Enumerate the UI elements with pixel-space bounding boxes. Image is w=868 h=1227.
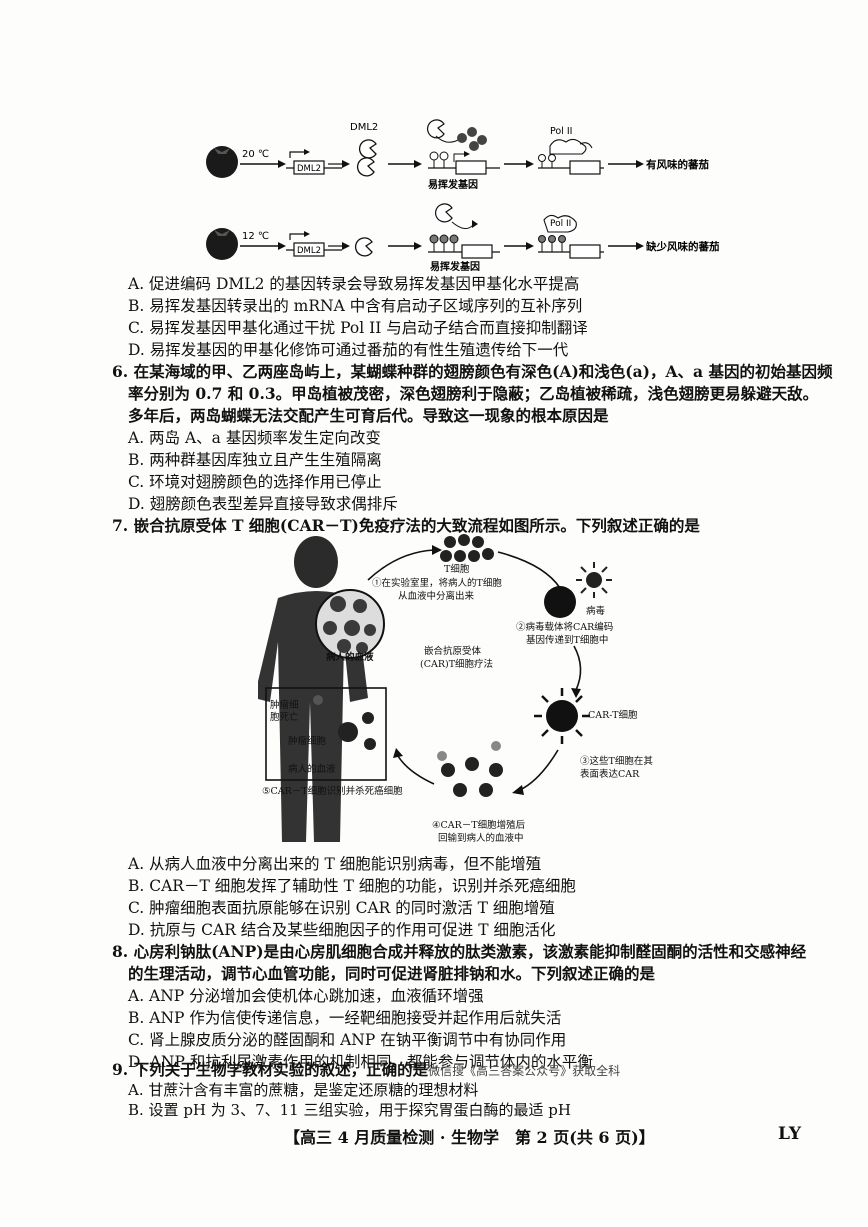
methylated-gene-bottom — [428, 203, 500, 259]
q7-option-b: B. CAR－T 细胞发挥了辅助性 T 细胞的功能，识别并杀死癌细胞 — [128, 877, 576, 895]
tumor-box-blood-label: 病人的血液 — [288, 764, 336, 775]
blocked-gene-bottom — [538, 214, 604, 259]
q5-option-a: A. 促进编码 DML2 的基因转录会导致易挥发基因甲基化水平提高 — [128, 275, 580, 293]
step5-label: ⑤CAR－T细胞识别并杀死癌细胞 — [262, 786, 403, 797]
pol-ii-label-bottom: Pol II — [550, 219, 571, 229]
q6-option-d: D. 翅膀颜色表型差异直接导致求偶排斥 — [128, 495, 398, 513]
tumor-box — [265, 687, 387, 781]
q6-option-b: B. 两种群基因库独立且产生生殖隔离 — [128, 451, 382, 469]
tomato-icon-bottom — [206, 228, 238, 260]
tumor-cell-label: 肿瘤细胞 — [288, 736, 327, 747]
result-top: 有风味的蕃茄 — [646, 158, 709, 171]
tumor-death-label-2: 胞死亡 — [270, 712, 299, 723]
blood-sample-circle — [315, 589, 385, 659]
q7-option-a: A. 从病人血液中分离出来的 T 细胞能识别病毒，但不能增殖 — [128, 855, 542, 873]
proliferated-car-t-cells — [437, 741, 503, 797]
gene-label-bottom: 易挥发基因 — [430, 260, 480, 273]
center-title-2: (CAR)T细胞疗法 — [420, 659, 494, 670]
q5-option-b: B. 易挥发基因转录出的 mRNA 中含有启动子区域序列的互补序列 — [128, 297, 583, 315]
step1-line2: 从血液中分离出来 — [398, 591, 475, 602]
tomato-icon — [206, 146, 238, 178]
demethylated-gene-top — [427, 119, 500, 175]
tumor-death-label-1: 肿瘤细 — [270, 700, 299, 711]
q9-stem: 9. 下列关于生物学教材实验的叙述，正确的是微信搜《高三答案公众号》获取全科 — [112, 1060, 621, 1079]
q9-option-a: A. 甘蔗汁含有丰富的蔗糖，是鉴定还原糖的理想材料 — [128, 1081, 479, 1099]
q8-stem-line2: 的生理活动，调节心血管功能，同时可促进肾脏排钠和水。下列叙述正确的是 — [128, 964, 656, 983]
transduced-t-cell — [544, 586, 576, 618]
virus-label: 病毒 — [586, 606, 606, 617]
t-cell-cluster — [440, 534, 494, 562]
q7-option-d: D. 抗原与 CAR 结合及某些细胞因子的作用可促进 T 细胞活化 — [128, 921, 556, 939]
step4-line2: 回输到病人的血液中 — [438, 833, 524, 844]
tumor-cells — [313, 695, 376, 750]
step3-line1: ③这些T细胞在其 — [580, 756, 653, 767]
result-bottom: 缺少风味的蕃茄 — [645, 240, 720, 253]
q5-option-c: C. 易挥发基因甲基化通过干扰 Pol II 与启动子结合而直接抑制翻译 — [128, 319, 588, 337]
methylation-figure: 20 ℃ DML2 DML2 易挥发基因 Pol II — [206, 119, 720, 273]
dml2-protein-icon-bottom — [355, 237, 373, 257]
dml2-gene-bottom: DML2 — [286, 231, 342, 257]
temp-20-label: 20 ℃ — [242, 149, 269, 160]
q6-stem-line1: 6. 在某海域的甲、乙两座岛屿上，某蝴蝶种群的翅膀颜色有深色(A)和浅色(a)，… — [112, 362, 833, 381]
dml2-gene-top: DML2 — [286, 149, 342, 175]
car-t-label: CAR-T细胞 — [588, 710, 638, 721]
svg-text:DML2: DML2 — [297, 164, 321, 174]
q6-option-c: C. 环境对翅膀颜色的选择作用已停止 — [128, 473, 382, 491]
q8-option-c: C. 肾上腺皮质分泌的醛固酮和 ANP 在钠平衡调节中有协同作用 — [128, 1031, 567, 1049]
temp-12-label: 12 ℃ — [242, 231, 269, 242]
q5-option-d: D. 易挥发基因的甲基化修饰可通过番茄的有性生殖遗传给下一代 — [128, 341, 569, 359]
car-t-cell-icon — [534, 688, 590, 744]
q7-stem: 7. 嵌合抗原受体 T 细胞(CAR－T)免疫疗法的大致流程如图所示。下列叙述正… — [112, 516, 700, 535]
dml2-protein-icon — [357, 139, 377, 177]
q8-stem-line1: 8. 心房利钠肽(ANP)是由心房肌细胞合成并释放的肽类激素，该激素能抑制醛固酮… — [112, 942, 807, 961]
step3-line2: 表面表达CAR — [580, 769, 640, 780]
step1-line1: ①在实验室里，将病人的T细胞 — [372, 578, 502, 589]
watermark-text: 微信搜《高三答案公众号》获取全科 — [428, 1064, 621, 1078]
q8-option-b: B. ANP 作为信使传递信息，一经靶细胞接受并起作用后就失活 — [128, 1009, 562, 1027]
t-cell-label: T细胞 — [444, 564, 470, 575]
blood-label: 病人的血液 — [326, 652, 374, 663]
step2-line1: ②病毒载体将CAR编码 — [516, 622, 614, 633]
q7-option-c: C. 肿瘤细胞表面抗原能够在识别 CAR 的同时激活 T 细胞增殖 — [128, 899, 555, 917]
virus-icon — [576, 562, 612, 598]
gene-label-top: 易挥发基因 — [428, 178, 478, 191]
footer-code: LY — [778, 1124, 802, 1144]
transcribing-gene-top — [538, 138, 604, 175]
q6-option-a: A. 两岛 A、a 基因频率发生定向改变 — [128, 429, 381, 447]
car-t-figure — [258, 534, 612, 842]
step2-line2: 基因传递到T细胞中 — [526, 635, 609, 646]
step4-line1: ④CAR－T细胞增殖后 — [432, 820, 526, 831]
q6-stem-line3: 多年后，两岛蝴蝶无法交配产生可育后代。导致这一现象的根本原因是 — [128, 406, 609, 425]
q6-stem-line2: 率分别为 0.7 和 0.3。甲岛植被茂密，深色翅膀利于隐蔽；乙岛植被稀疏，浅色… — [128, 384, 819, 403]
q8-option-d: D. ANP 和抗利尿激素作用的机制相同，都能参与调节体内的水平衡 — [128, 1053, 593, 1071]
dml2-protein-label: DML2 — [350, 122, 378, 133]
q9-option-b: B. 设置 pH 为 3、7、11 三组实验，用于探究胃蛋白酶的最适 pH — [128, 1101, 571, 1119]
q8-option-a: A. ANP 分泌增加会使机体心跳加速，血液循环增强 — [128, 987, 484, 1005]
page-footer: 【高三 4 月质量检测 · 生物学 第 2 页(共 6 页)】 — [284, 1128, 655, 1147]
pol-ii-label-top: Pol II — [550, 126, 572, 137]
svg-text:DML2: DML2 — [297, 246, 321, 256]
center-title-1: 嵌合抗原受体 — [424, 646, 482, 657]
